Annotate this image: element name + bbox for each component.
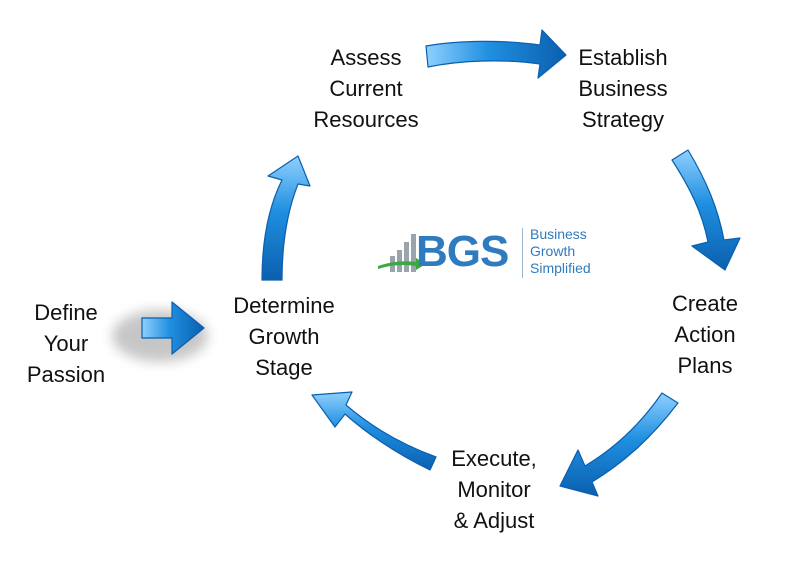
step-define-line-1: Define [34,300,98,325]
step-assess-current-resources: Assess Current Resources [298,42,434,135]
step-assess-line-2: Current [329,76,403,101]
step-assess-line-3: Resources [313,107,419,132]
arrow-execute-to-determine [311,391,437,471]
step-establish-line-3: Strategy [582,107,664,132]
step-create-line-2: Action [674,322,736,347]
step-determine-growth-stage: Determine Growth Stage [212,290,356,383]
growth-bars-icon [378,234,426,272]
step-establish-line-2: Business [578,76,668,101]
step-define-your-passion: Define Your Passion [16,297,116,390]
logo-letters: BGS [416,227,509,276]
step-determine-line-3: Stage [255,355,313,380]
step-create-line-1: Create [671,291,739,316]
logo-tagline-line-1: Business [530,226,587,242]
step-execute-line-3: & Adjust [453,508,535,533]
arrow-define-to-determine [141,301,205,355]
arrow-establish-to-create [671,149,741,271]
step-define-line-2: Your [43,331,89,356]
arrow-create-to-execute [559,392,679,497]
step-create-action-plans: Create Action Plans [650,288,760,381]
step-define-line-3: Passion [26,362,106,387]
logo-tagline-line-3: Simplified [530,260,591,276]
step-establish-line-1: Establish [578,45,668,70]
arrow-determine-to-assess [261,155,311,281]
step-determine-line-2: Growth [248,324,320,349]
step-determine-line-1: Determine [233,293,335,318]
arrow-assess-to-establish [425,29,567,79]
logo-tagline-line-2: Growth [530,243,576,259]
step-establish-business-strategy: Establish Business Strategy [560,42,686,135]
step-execute-monitor-adjust: Execute, Monitor & Adjust [432,443,556,536]
step-execute-line-2: Monitor [457,477,531,502]
step-assess-line-1: Assess [330,45,402,70]
bgs-logo: BGS Business Growth Simplified [376,222,616,284]
step-execute-line-1: Execute, [451,446,537,471]
step-create-line-3: Plans [677,353,733,378]
logo-tagline: Business Growth Simplified [530,226,591,277]
logo-divider [522,228,523,278]
